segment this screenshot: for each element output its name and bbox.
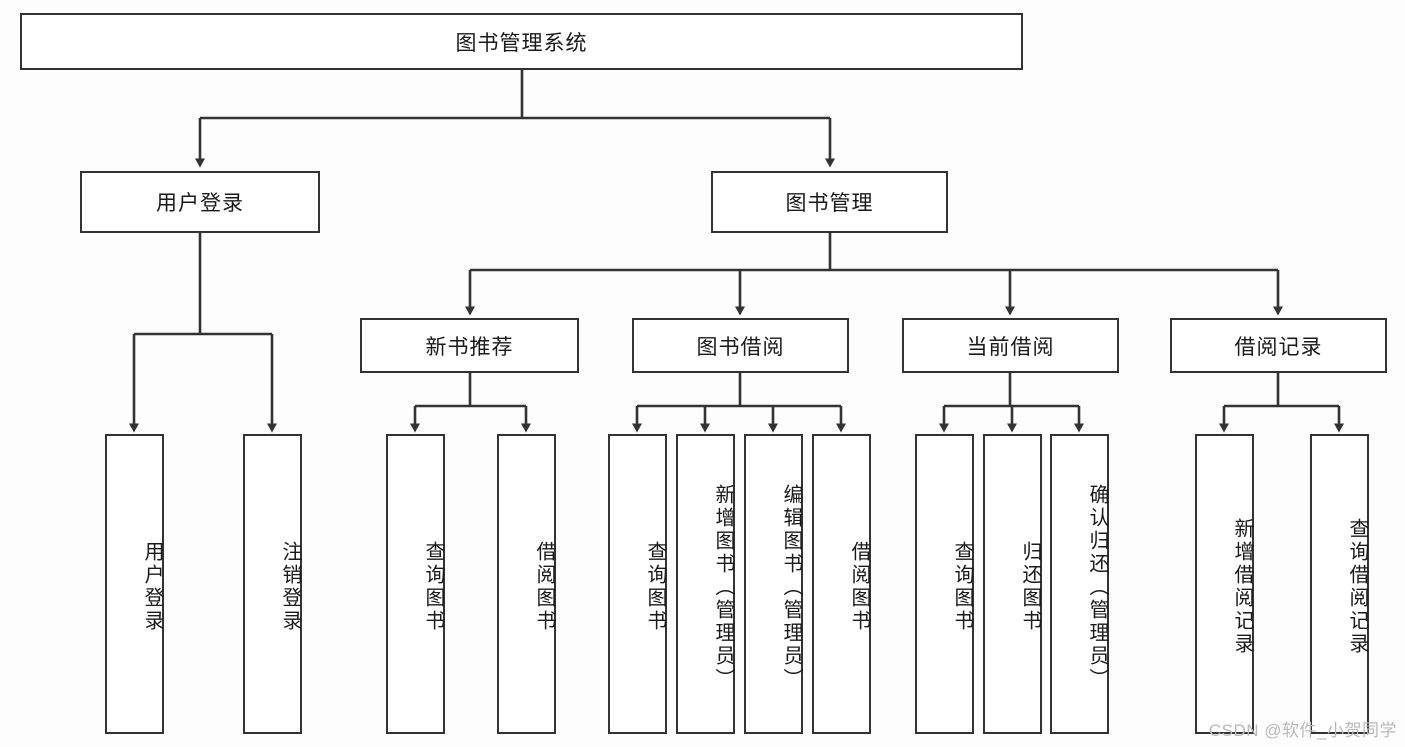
node-new-book-recommend[interactable]: 新书推荐 <box>360 318 579 373</box>
leaf-label: 确认归还（管理员） <box>1086 483 1108 691</box>
node-root-system[interactable]: 图书管理系统 <box>20 13 1023 70</box>
leaf-label: 查询图书 <box>422 541 444 633</box>
leaf-user-login-logout[interactable]: 注销登录 <box>243 434 302 734</box>
leaf-book-borrow-lend[interactable]: 借阅图书 <box>812 434 871 734</box>
leaf-current-borrow-query[interactable]: 查询图书 <box>915 434 974 734</box>
leaf-label: 编辑图书（管理员） <box>780 483 802 691</box>
leaf-label: 用户登录 <box>141 541 163 633</box>
leaf-new-book-borrow[interactable]: 借阅图书 <box>497 434 556 734</box>
watermark-text: CSDN @软件_小贺同学 <box>1208 721 1397 740</box>
leaf-label: 借阅图书 <box>848 541 870 633</box>
node-user-login[interactable]: 用户登录 <box>80 171 320 233</box>
node-borrow-record[interactable]: 借阅记录 <box>1170 318 1387 373</box>
leaf-book-borrow-query[interactable]: 查询图书 <box>608 434 667 734</box>
leaf-borrow-record-add[interactable]: 新增借阅记录 <box>1195 434 1254 734</box>
leaf-label: 查询借阅记录 <box>1346 518 1368 656</box>
leaf-new-book-query[interactable]: 查询图书 <box>386 434 445 734</box>
leaf-label: 查询图书 <box>644 541 666 633</box>
leaf-user-login-signin[interactable]: 用户登录 <box>105 434 164 734</box>
leaf-current-borrow-confirm-return[interactable]: 确认归还（管理员） <box>1050 434 1109 734</box>
leaf-label: 归还图书 <box>1019 541 1041 633</box>
leaf-book-borrow-add[interactable]: 新增图书（管理员） <box>676 434 735 734</box>
leaf-borrow-record-query[interactable]: 查询借阅记录 <box>1310 434 1369 734</box>
leaf-label: 查询图书 <box>951 541 973 633</box>
leaf-current-borrow-return[interactable]: 归还图书 <box>983 434 1042 734</box>
leaf-label: 新增借阅记录 <box>1231 518 1253 656</box>
leaf-label: 注销登录 <box>279 541 301 633</box>
leaf-label: 新增图书（管理员） <box>712 483 734 691</box>
node-book-management[interactable]: 图书管理 <box>711 171 948 233</box>
leaf-label: 借阅图书 <box>533 541 555 633</box>
node-book-borrow[interactable]: 图书借阅 <box>632 318 849 373</box>
leaf-book-borrow-edit[interactable]: 编辑图书（管理员） <box>744 434 803 734</box>
node-current-borrow[interactable]: 当前借阅 <box>902 318 1119 373</box>
